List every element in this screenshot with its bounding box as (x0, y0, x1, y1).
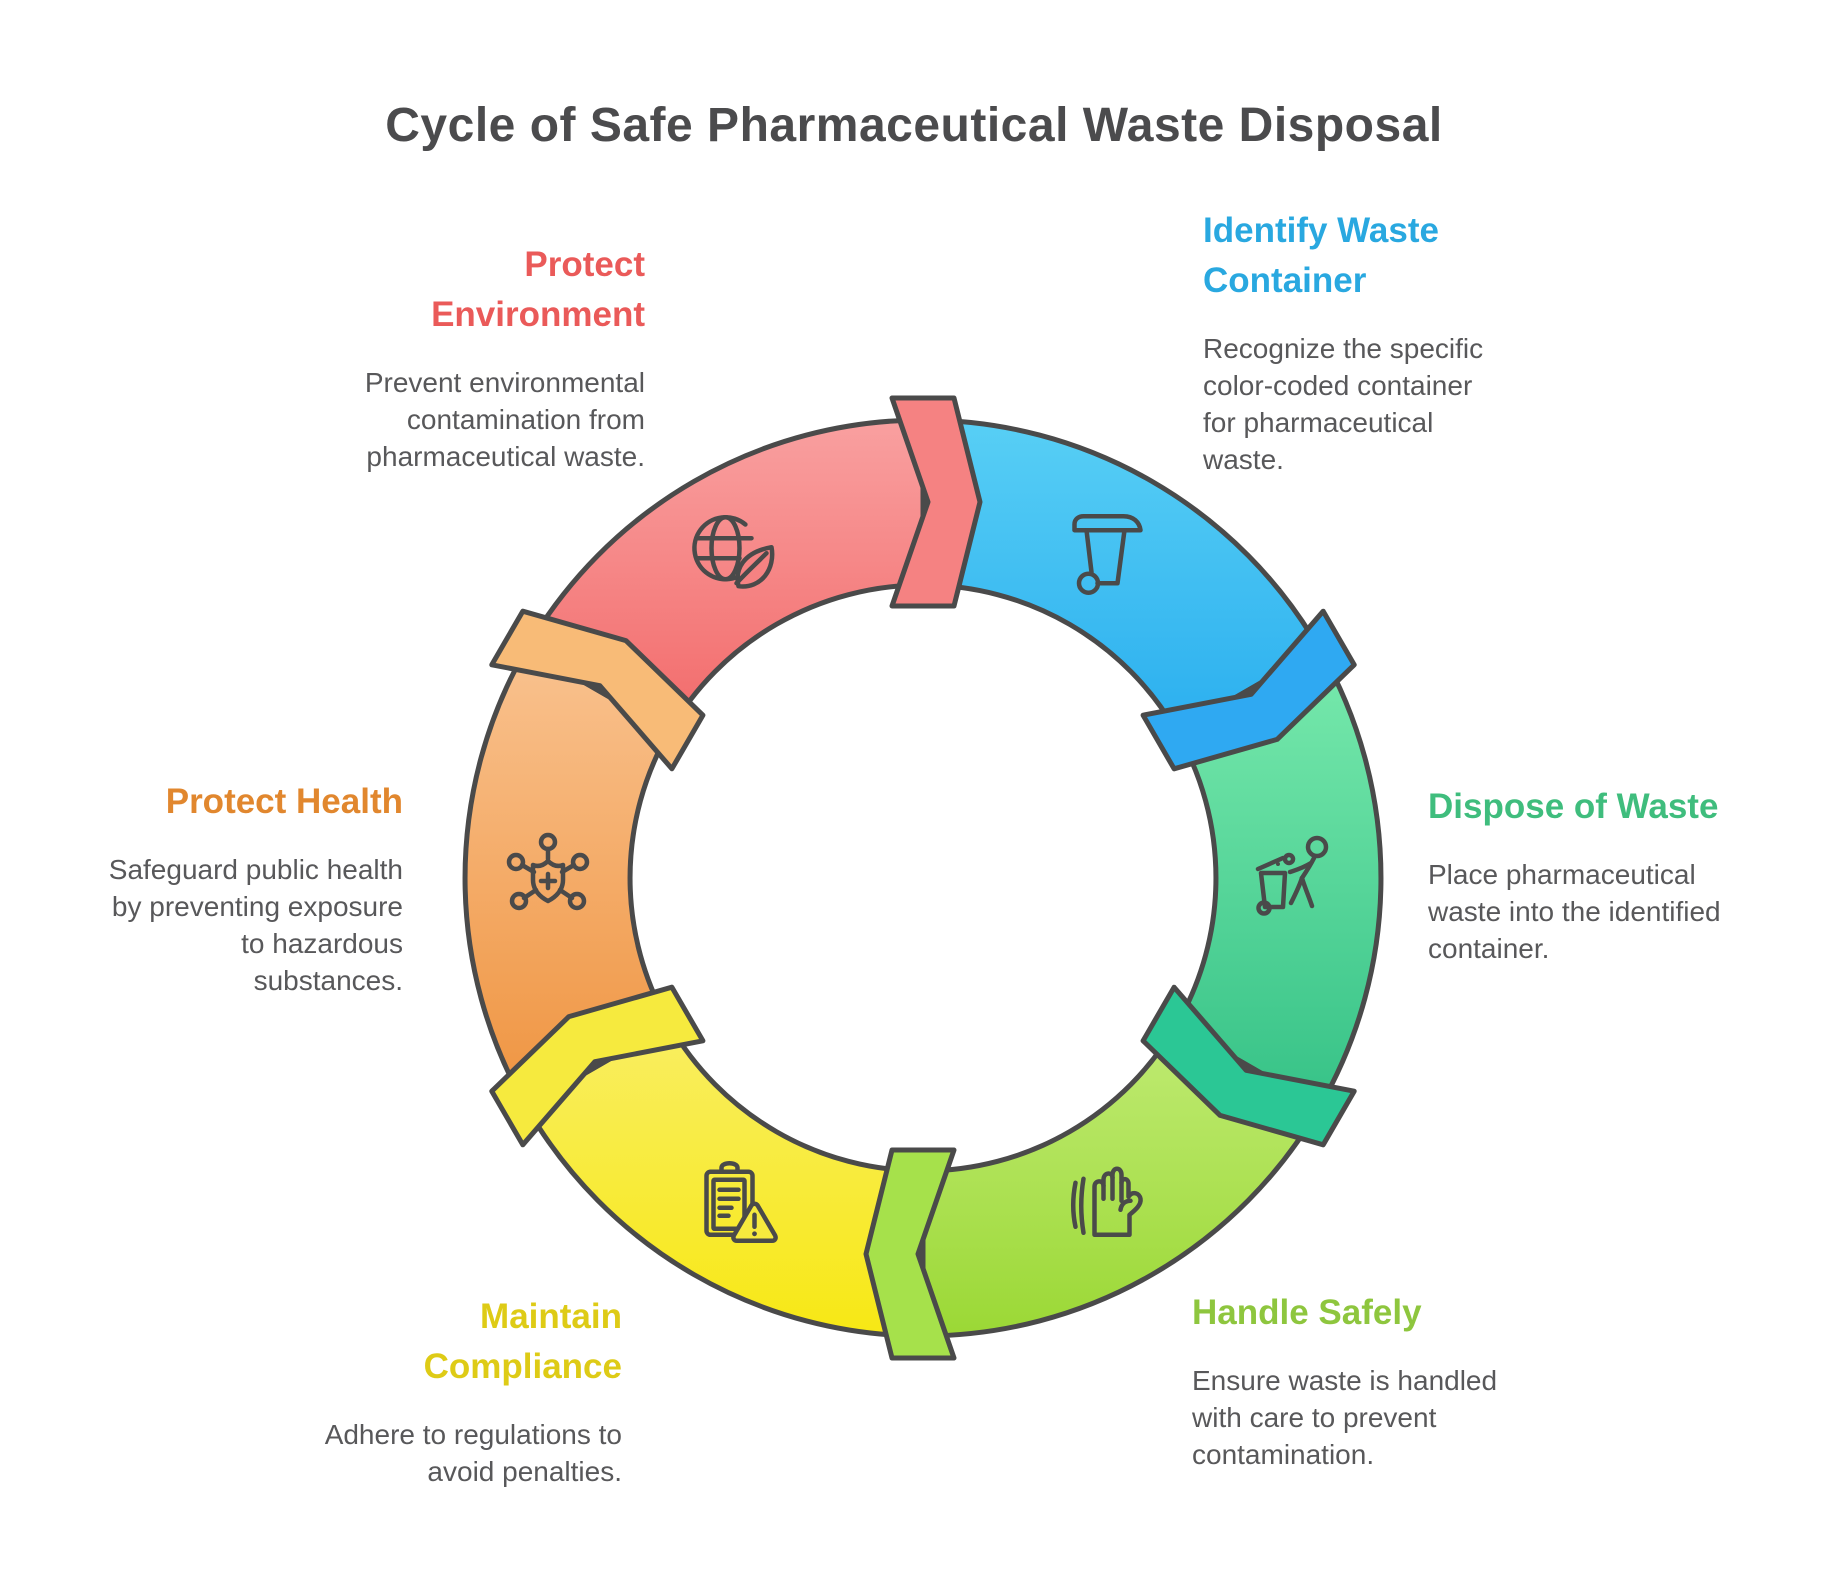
shield-molecule-icon (506, 832, 590, 911)
step-label-dispose-of-waste: Dispose of Waste Place pharmaceutical wa… (1428, 782, 1721, 967)
trash-bin-icon (1072, 513, 1143, 595)
connector-arrow-protect-environment (889, 395, 983, 609)
person-disposing-icon (1255, 835, 1329, 916)
step-label-protect-environment: Protect Environment Prevent environmenta… (365, 240, 645, 475)
glove-hand-icon (1071, 1166, 1143, 1238)
step-description-identify-waste-container: Recognize the specific color-coded conta… (1203, 333, 1484, 475)
glove-hand-icon (1071, 1166, 1143, 1238)
connector-arrow-maintain-compliance (489, 984, 706, 1148)
step-label-handle-safely: Handle Safely Ensure waste is handled wi… (1192, 1288, 1497, 1473)
step-description-handle-safely: Ensure waste is handled with care to pre… (1192, 1365, 1498, 1470)
cycle-ring (462, 395, 1384, 1361)
clipboard-warning-icon (704, 1161, 778, 1244)
step-heading-identify-waste-container: Identify Waste Container (1203, 211, 1439, 300)
step-heading-maintain-compliance: Maintain Compliance (423, 1297, 622, 1386)
connector-arrow-handle-safely (863, 1147, 957, 1361)
connector-arrow-dispose-of-waste (1140, 984, 1357, 1148)
person-disposing-icon (1255, 835, 1329, 916)
step-description-protect-health: Safeguard public health by preventing ex… (108, 854, 403, 996)
step-heading-protect-environment: Protect Environment (431, 245, 645, 334)
globe-leaf-icon (692, 514, 775, 589)
step-description-maintain-compliance: Adhere to regulations to avoid penalties… (324, 1419, 622, 1487)
step-heading-dispose-of-waste: Dispose of Waste (1428, 787, 1719, 826)
step-label-identify-waste-container: Identify Waste Container Recognize the s… (1203, 206, 1483, 478)
step-heading-handle-safely: Handle Safely (1192, 1293, 1422, 1332)
globe-leaf-icon (692, 514, 775, 589)
connector-arrow-protect-health (489, 608, 706, 772)
connector-arrow-identify-waste-container (1140, 608, 1357, 772)
diagram-title: Cycle of Safe Pharmaceutical Waste Dispo… (385, 99, 1443, 152)
shield-molecule-icon (506, 832, 590, 911)
trash-bin-icon (1072, 513, 1143, 595)
step-label-protect-health: Protect Health Safeguard public health b… (109, 777, 403, 999)
clipboard-warning-icon (704, 1161, 778, 1244)
step-description-protect-environment: Prevent environmental contamination from… (364, 367, 645, 472)
step-heading-protect-health: Protect Health (165, 782, 403, 821)
step-label-maintain-compliance: Maintain Compliance Adhere to regulation… (325, 1292, 622, 1490)
step-description-dispose-of-waste: Place pharmaceutical waste into the iden… (1428, 859, 1721, 964)
